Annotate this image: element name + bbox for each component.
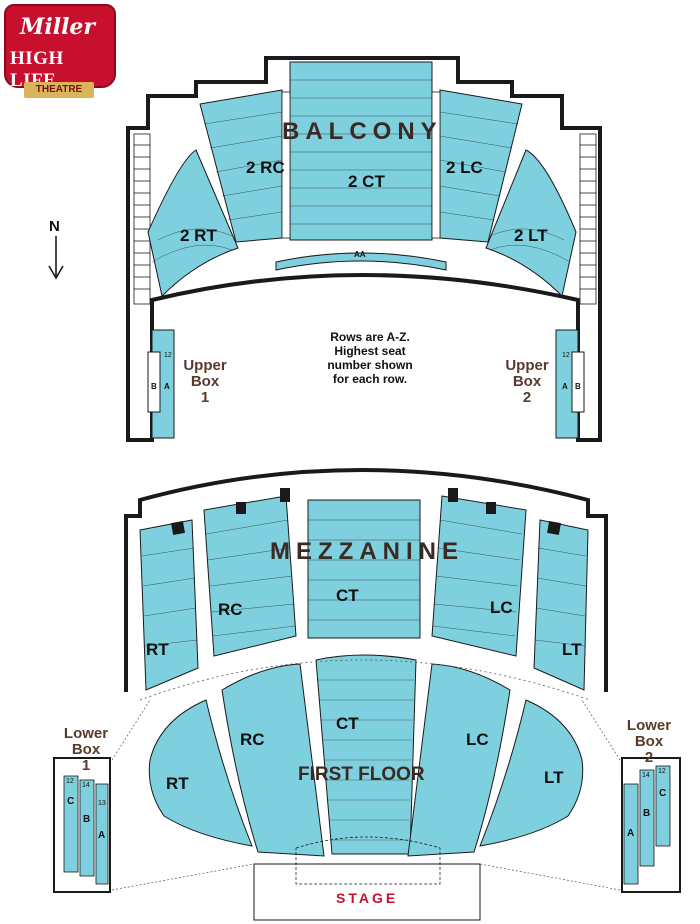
mezzanine-outer-wall xyxy=(124,468,608,692)
balcony-section-2ct[interactable] xyxy=(289,61,433,241)
first-floor-section-rt[interactable] xyxy=(148,699,253,847)
lower-box-2[interactable] xyxy=(621,757,681,893)
lower-box-2-count-b: 14 xyxy=(642,772,650,779)
upper-box-1-line-3: 1 xyxy=(200,389,210,406)
first-floor-section-lt[interactable] xyxy=(479,699,584,847)
lower-box-2-line-2: Box xyxy=(634,733,664,750)
balcony-section-2lt[interactable] xyxy=(485,149,577,297)
upper-box-1-seat-b: B xyxy=(151,382,157,391)
balcony-section-2lc-label: 2 LC xyxy=(446,158,483,177)
logo-line2: THEATRE xyxy=(24,82,94,98)
lower-box-1-line-2: Box xyxy=(71,741,101,758)
upper-box-1-label: Upper Box 1 xyxy=(180,358,230,406)
first-floor-section-lt-label: LT xyxy=(544,768,564,787)
lower-box-1-line-3: 1 xyxy=(81,757,91,774)
orchestra-pit xyxy=(295,836,441,885)
first-floor-section-rc-label: RC xyxy=(240,730,265,749)
note-line-1: Rows are A-Z. xyxy=(330,330,410,344)
note-line-4: for each row. xyxy=(332,372,408,386)
first-floor-section-rc[interactable] xyxy=(221,663,325,857)
mezzanine-section-rc-label: RC xyxy=(218,600,243,619)
upper-box-1-line-2: Box xyxy=(190,373,220,390)
first-floor-title: FIRST FLOOR xyxy=(298,764,425,785)
mezzanine-title: MEZZANINE xyxy=(270,538,464,565)
theatre-logo: Miller HIGH LIFE THEATRE xyxy=(4,4,116,98)
balcony-level xyxy=(126,56,602,442)
upper-box-2-line-1: Upper xyxy=(505,357,549,374)
compass-arrow-icon xyxy=(48,236,64,280)
upper-box-2-seat-b: B xyxy=(575,382,581,391)
upper-box-2-label: Upper Box 2 xyxy=(502,358,552,406)
first-floor-section-lc[interactable] xyxy=(407,663,511,857)
upper-box-2-line-3: 2 xyxy=(522,389,532,406)
mezzanine-section-ct-label: CT xyxy=(336,586,359,605)
balcony-section-2rc-label: 2 RC xyxy=(246,158,285,177)
lower-box-2-seat-c: C xyxy=(659,788,667,799)
balcony-section-2ct-label: 2 CT xyxy=(348,172,385,191)
upper-box-2[interactable] xyxy=(555,329,585,439)
lower-box-1-label: Lower Box 1 xyxy=(58,726,114,774)
lower-box-1[interactable] xyxy=(53,757,111,893)
balcony-section-2rt-label: 2 RT xyxy=(180,226,217,245)
mezzanine-section-rt-label: RT xyxy=(146,640,169,659)
upper-box-2-count: 12 xyxy=(562,352,570,359)
balcony-row-aa[interactable] xyxy=(275,252,447,271)
lower-box-connectors xyxy=(111,699,621,891)
note-line-3: number shown xyxy=(327,358,413,372)
balcony-title: BALCONY xyxy=(282,118,443,145)
lower-box-2-seat-a: A xyxy=(627,828,635,839)
lower-box-2-line-3: 2 xyxy=(644,749,654,766)
stage-label: STAGE xyxy=(336,890,399,906)
stage-area[interactable] xyxy=(253,863,481,921)
balcony-row-lines xyxy=(151,79,571,263)
upper-box-1-count: 12 xyxy=(164,352,172,359)
balcony-section-2rt[interactable] xyxy=(147,149,239,297)
lower-box-1-line-1: Lower xyxy=(63,725,109,742)
balcony-row-aa-label: AA xyxy=(354,250,366,259)
mezzanine-section-ct[interactable] xyxy=(307,499,421,639)
balcony-note: Rows are A-Z. Highest seat number shown … xyxy=(316,330,424,386)
first-floor-level xyxy=(139,654,591,921)
upper-box-1-line-1: Upper xyxy=(183,357,227,374)
lower-box-1-seat-a: A xyxy=(98,830,106,841)
lower-box-2-line-1: Lower xyxy=(626,717,672,734)
mezzanine-column-markers xyxy=(171,488,561,535)
balcony-section-2lt-label: 2 LT xyxy=(514,226,548,245)
note-line-2: Highest seat xyxy=(334,344,406,358)
lower-box-2-seat-b: B xyxy=(643,808,651,819)
lower-box-2-count-c: 12 xyxy=(658,768,666,775)
upper-box-1-seat-a: A xyxy=(164,382,170,391)
lower-box-1-count-a: 13 xyxy=(98,800,106,807)
first-floor-section-lc-label: LC xyxy=(466,730,489,749)
balcony-aisles xyxy=(281,91,441,239)
lower-box-1-seat-c: C xyxy=(67,796,75,807)
balcony-left-stairs xyxy=(133,133,151,305)
upper-box-2-seat-a: A xyxy=(562,382,568,391)
first-floor-section-rt-label: RT xyxy=(166,774,189,793)
upper-box-2-line-2: Box xyxy=(512,373,542,390)
lower-box-1-count-b: 14 xyxy=(82,782,90,789)
lower-box-1-seat-b: B xyxy=(83,814,91,825)
mezzanine-section-lc[interactable] xyxy=(431,495,527,657)
mezzanine-section-lt-label: LT xyxy=(562,640,582,659)
lower-box-2-label: Lower Box 2 xyxy=(620,718,678,766)
first-floor-section-ct[interactable] xyxy=(315,654,417,855)
first-floor-row-lines xyxy=(318,679,414,841)
mezzanine-section-lc-label: LC xyxy=(490,598,513,617)
logo-shield xyxy=(4,4,116,88)
mezzanine-section-rc[interactable] xyxy=(203,495,297,657)
mezzanine-level xyxy=(124,468,608,692)
mezzanine-section-lt[interactable] xyxy=(533,519,589,691)
logo-brand: Miller xyxy=(20,14,96,40)
upper-box-1[interactable] xyxy=(147,329,175,439)
mezzanine-section-rt[interactable] xyxy=(139,519,199,691)
compass-north-label: N xyxy=(49,218,60,235)
balcony-right-stairs xyxy=(579,133,597,305)
first-floor-section-ct-label: CT xyxy=(336,714,359,733)
mezzanine-row-lines xyxy=(141,519,587,647)
lower-box-1-count-c: 12 xyxy=(66,778,74,785)
